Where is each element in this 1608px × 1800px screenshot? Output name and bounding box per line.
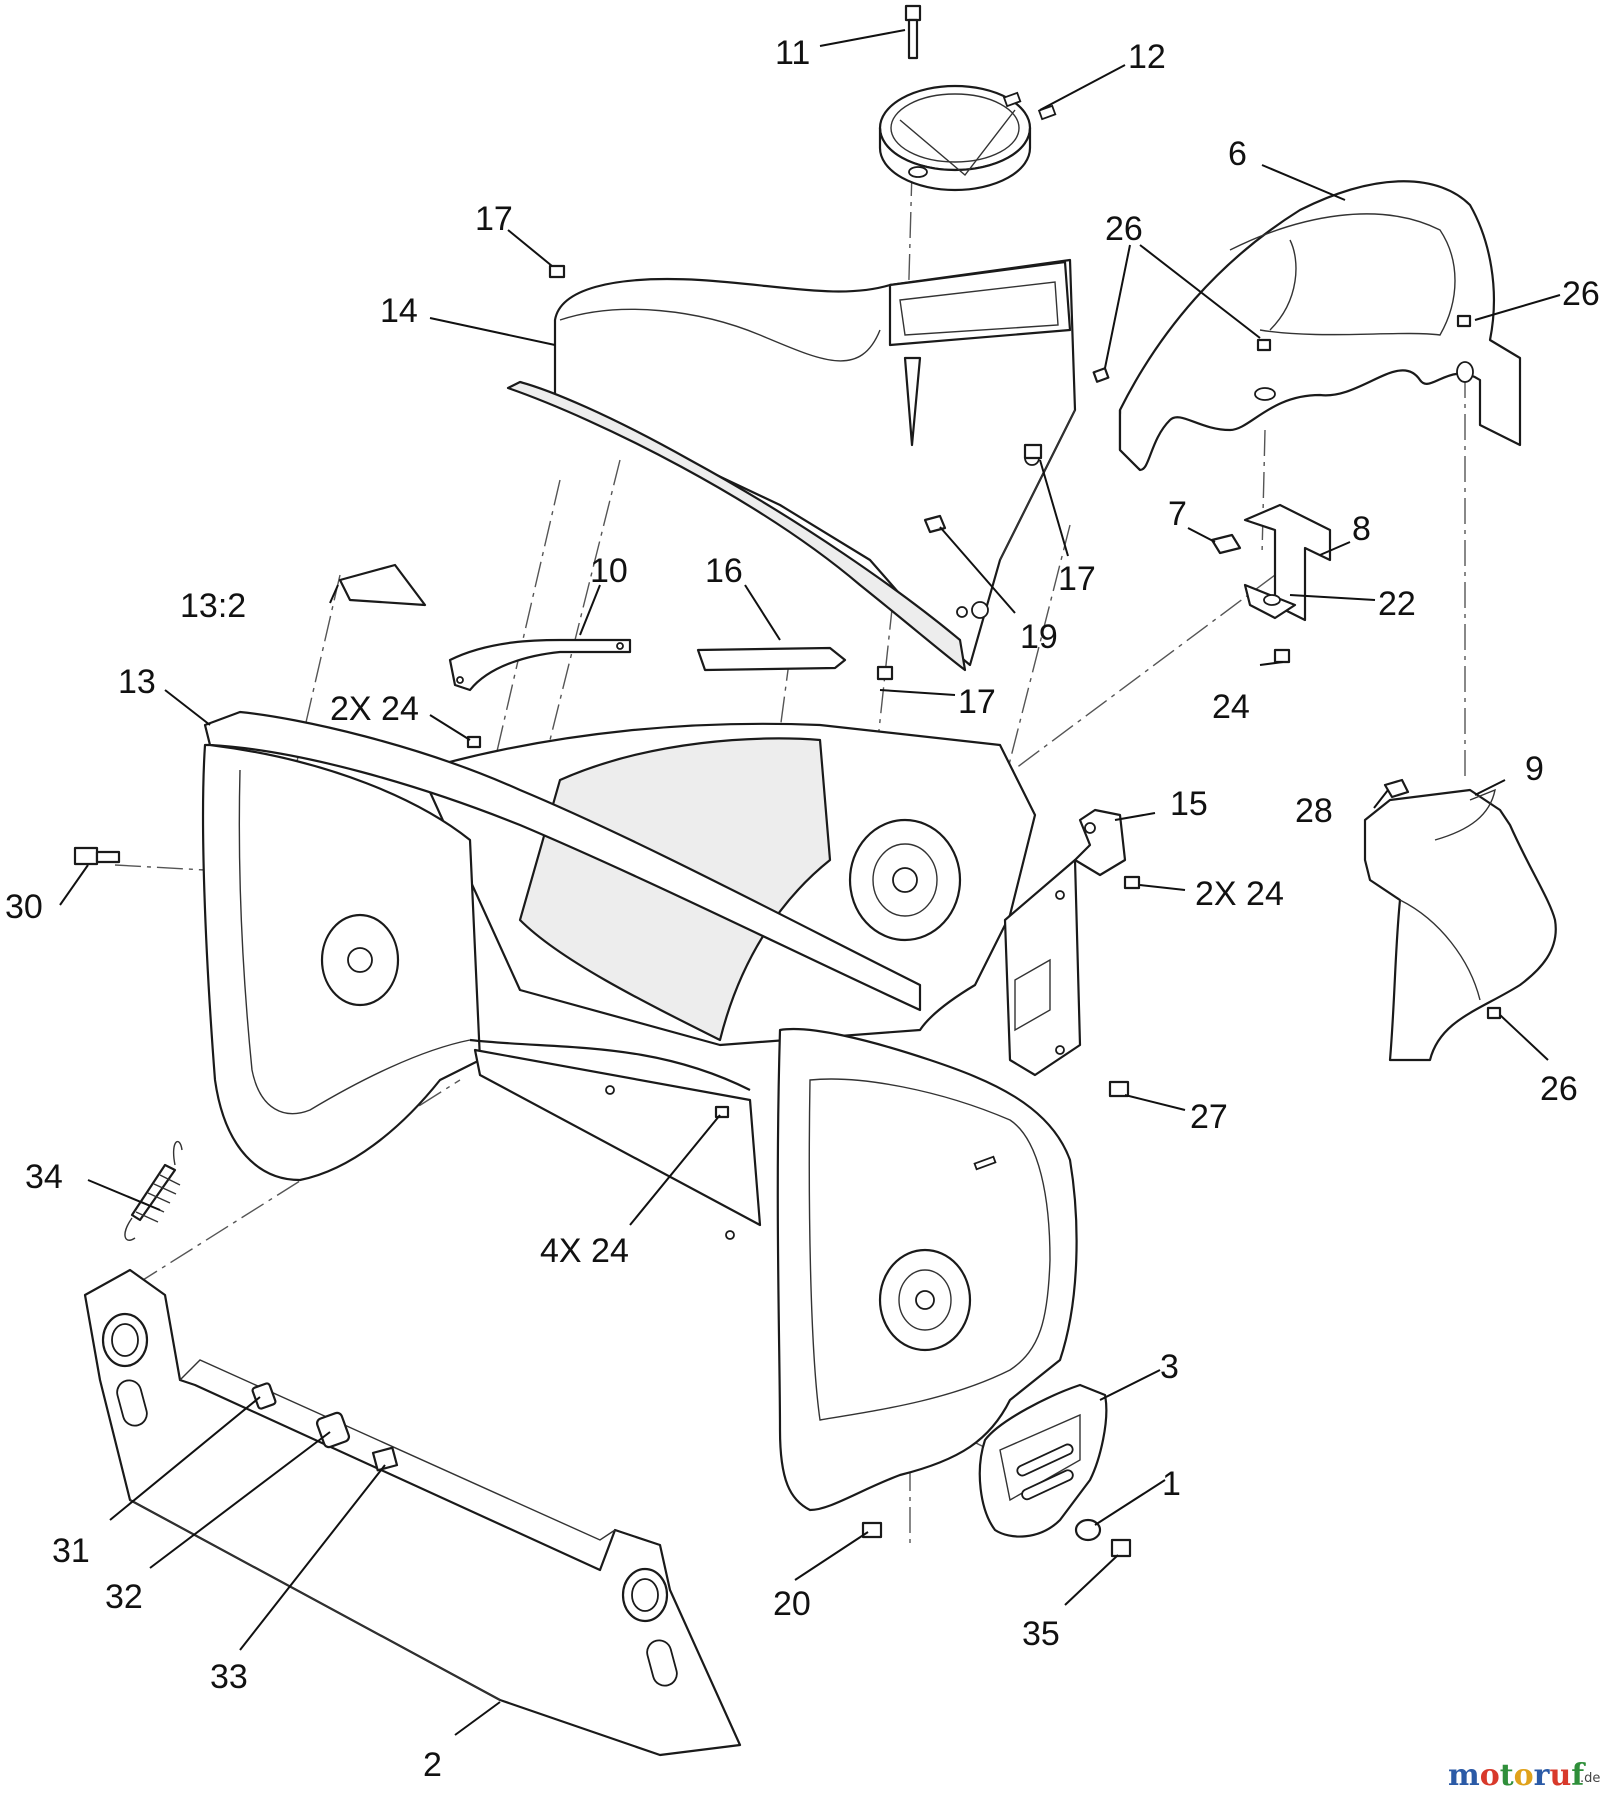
part-30-bolt-head [73, 846, 99, 866]
callout-13-2: 13:2 [180, 587, 246, 625]
part-17-bolt-a [548, 264, 566, 279]
part-17-bolt-b [1023, 443, 1043, 460]
callout-17-top: 17 [475, 200, 513, 238]
part-6-chute-cover [1118, 180, 1522, 472]
part-16-pad [696, 646, 847, 672]
callout-17-mid: 17 [1058, 560, 1096, 598]
part-24-nut-bracket [1273, 648, 1291, 664]
part-26-screw-guard [1486, 1006, 1502, 1020]
callout-17-low: 17 [958, 683, 996, 721]
part-11-bolt [904, 4, 922, 60]
logo-tld: .de [1580, 1771, 1600, 1786]
part-9-chute-guard [1363, 788, 1557, 1062]
callout-28: 28 [1295, 792, 1333, 830]
callout-33: 33 [210, 1658, 248, 1696]
part-27-bolt [1108, 1080, 1130, 1098]
logo-letter: o [1514, 1758, 1534, 1793]
logo-letter: r [1534, 1758, 1551, 1793]
callout-2x24-right: 2X 24 [1195, 875, 1284, 913]
part-30-bolt-shank [95, 850, 121, 864]
callout-35: 35 [1022, 1615, 1060, 1653]
part-24-nut-b [1123, 875, 1141, 890]
callout-15: 15 [1170, 785, 1208, 823]
part-2-scraper-bar [83, 1268, 742, 1757]
callout-2x24-left: 2X 24 [330, 690, 419, 728]
part-7-clip [1210, 533, 1242, 555]
part-1-washer [1074, 1518, 1102, 1542]
part-3-skid-shoe [978, 1383, 1108, 1538]
logo-letter: o [1480, 1758, 1500, 1793]
callout-13: 13 [118, 663, 156, 701]
part-12-chute-ring [878, 84, 1057, 192]
part-20-bolt [861, 1521, 883, 1539]
part-35-nut [1110, 1538, 1132, 1558]
svg-text:motoruf: motoruf [1448, 1758, 1586, 1793]
callout-4x24: 4X 24 [540, 1232, 629, 1270]
part-13-auger-housing [201, 710, 1082, 1512]
callout-8: 8 [1352, 510, 1371, 548]
callout-11: 11 [775, 34, 810, 72]
callout-2: 2 [423, 1746, 442, 1784]
callout-26-guard: 26 [1540, 1070, 1578, 1108]
callout-labels: 11 12 6 26 26 17 14 17 7 8 22 10 16 19 1… [5, 34, 1600, 1784]
part-34-spring [124, 1140, 183, 1241]
callout-1: 1 [1162, 1465, 1181, 1503]
part-15-bracket [1073, 808, 1127, 877]
part-24-nut-a [466, 735, 482, 749]
part-14-chute-housing [506, 258, 1077, 672]
callout-22: 22 [1378, 585, 1416, 623]
callout-31: 31 [52, 1532, 90, 1570]
callout-10: 10 [590, 552, 628, 590]
callout-20: 20 [773, 1585, 811, 1623]
callout-26-right: 26 [1562, 275, 1600, 313]
callout-32: 32 [105, 1578, 143, 1616]
callout-7: 7 [1168, 495, 1187, 533]
logo-letter: t [1500, 1758, 1514, 1793]
part-8-bracket [1243, 503, 1332, 622]
leader-lines [59, 29, 1561, 1736]
part-31-spacer [251, 1382, 277, 1410]
part-24-nut-c [714, 1105, 730, 1119]
part-26-screws-cover [1092, 314, 1472, 383]
callout-30: 30 [5, 888, 43, 926]
logo-letter: m [1448, 1758, 1480, 1793]
callout-14: 14 [380, 292, 418, 330]
callout-12: 12 [1128, 38, 1166, 76]
callout-6: 6 [1228, 135, 1247, 173]
callout-3: 3 [1160, 1348, 1179, 1386]
part-33-nut [371, 1446, 399, 1472]
logo-letter: u [1549, 1758, 1571, 1793]
callout-19: 19 [1020, 618, 1058, 656]
callout-26-top: 26 [1105, 210, 1143, 248]
callout-27: 27 [1190, 1098, 1228, 1136]
callout-9: 9 [1525, 750, 1544, 788]
part-32-bushing [315, 1411, 351, 1449]
part-28-clip [1383, 778, 1410, 799]
callout-24-bracket: 24 [1212, 688, 1250, 726]
part-10-strip [448, 638, 632, 692]
logo-letter: f [1571, 1758, 1586, 1793]
motoruf-logo: motoruf .de [1448, 1758, 1600, 1793]
part-17-bolt-c [876, 665, 894, 681]
callout-34: 34 [25, 1158, 63, 1196]
callout-16: 16 [705, 552, 743, 590]
part-13-2-pad [338, 563, 427, 607]
